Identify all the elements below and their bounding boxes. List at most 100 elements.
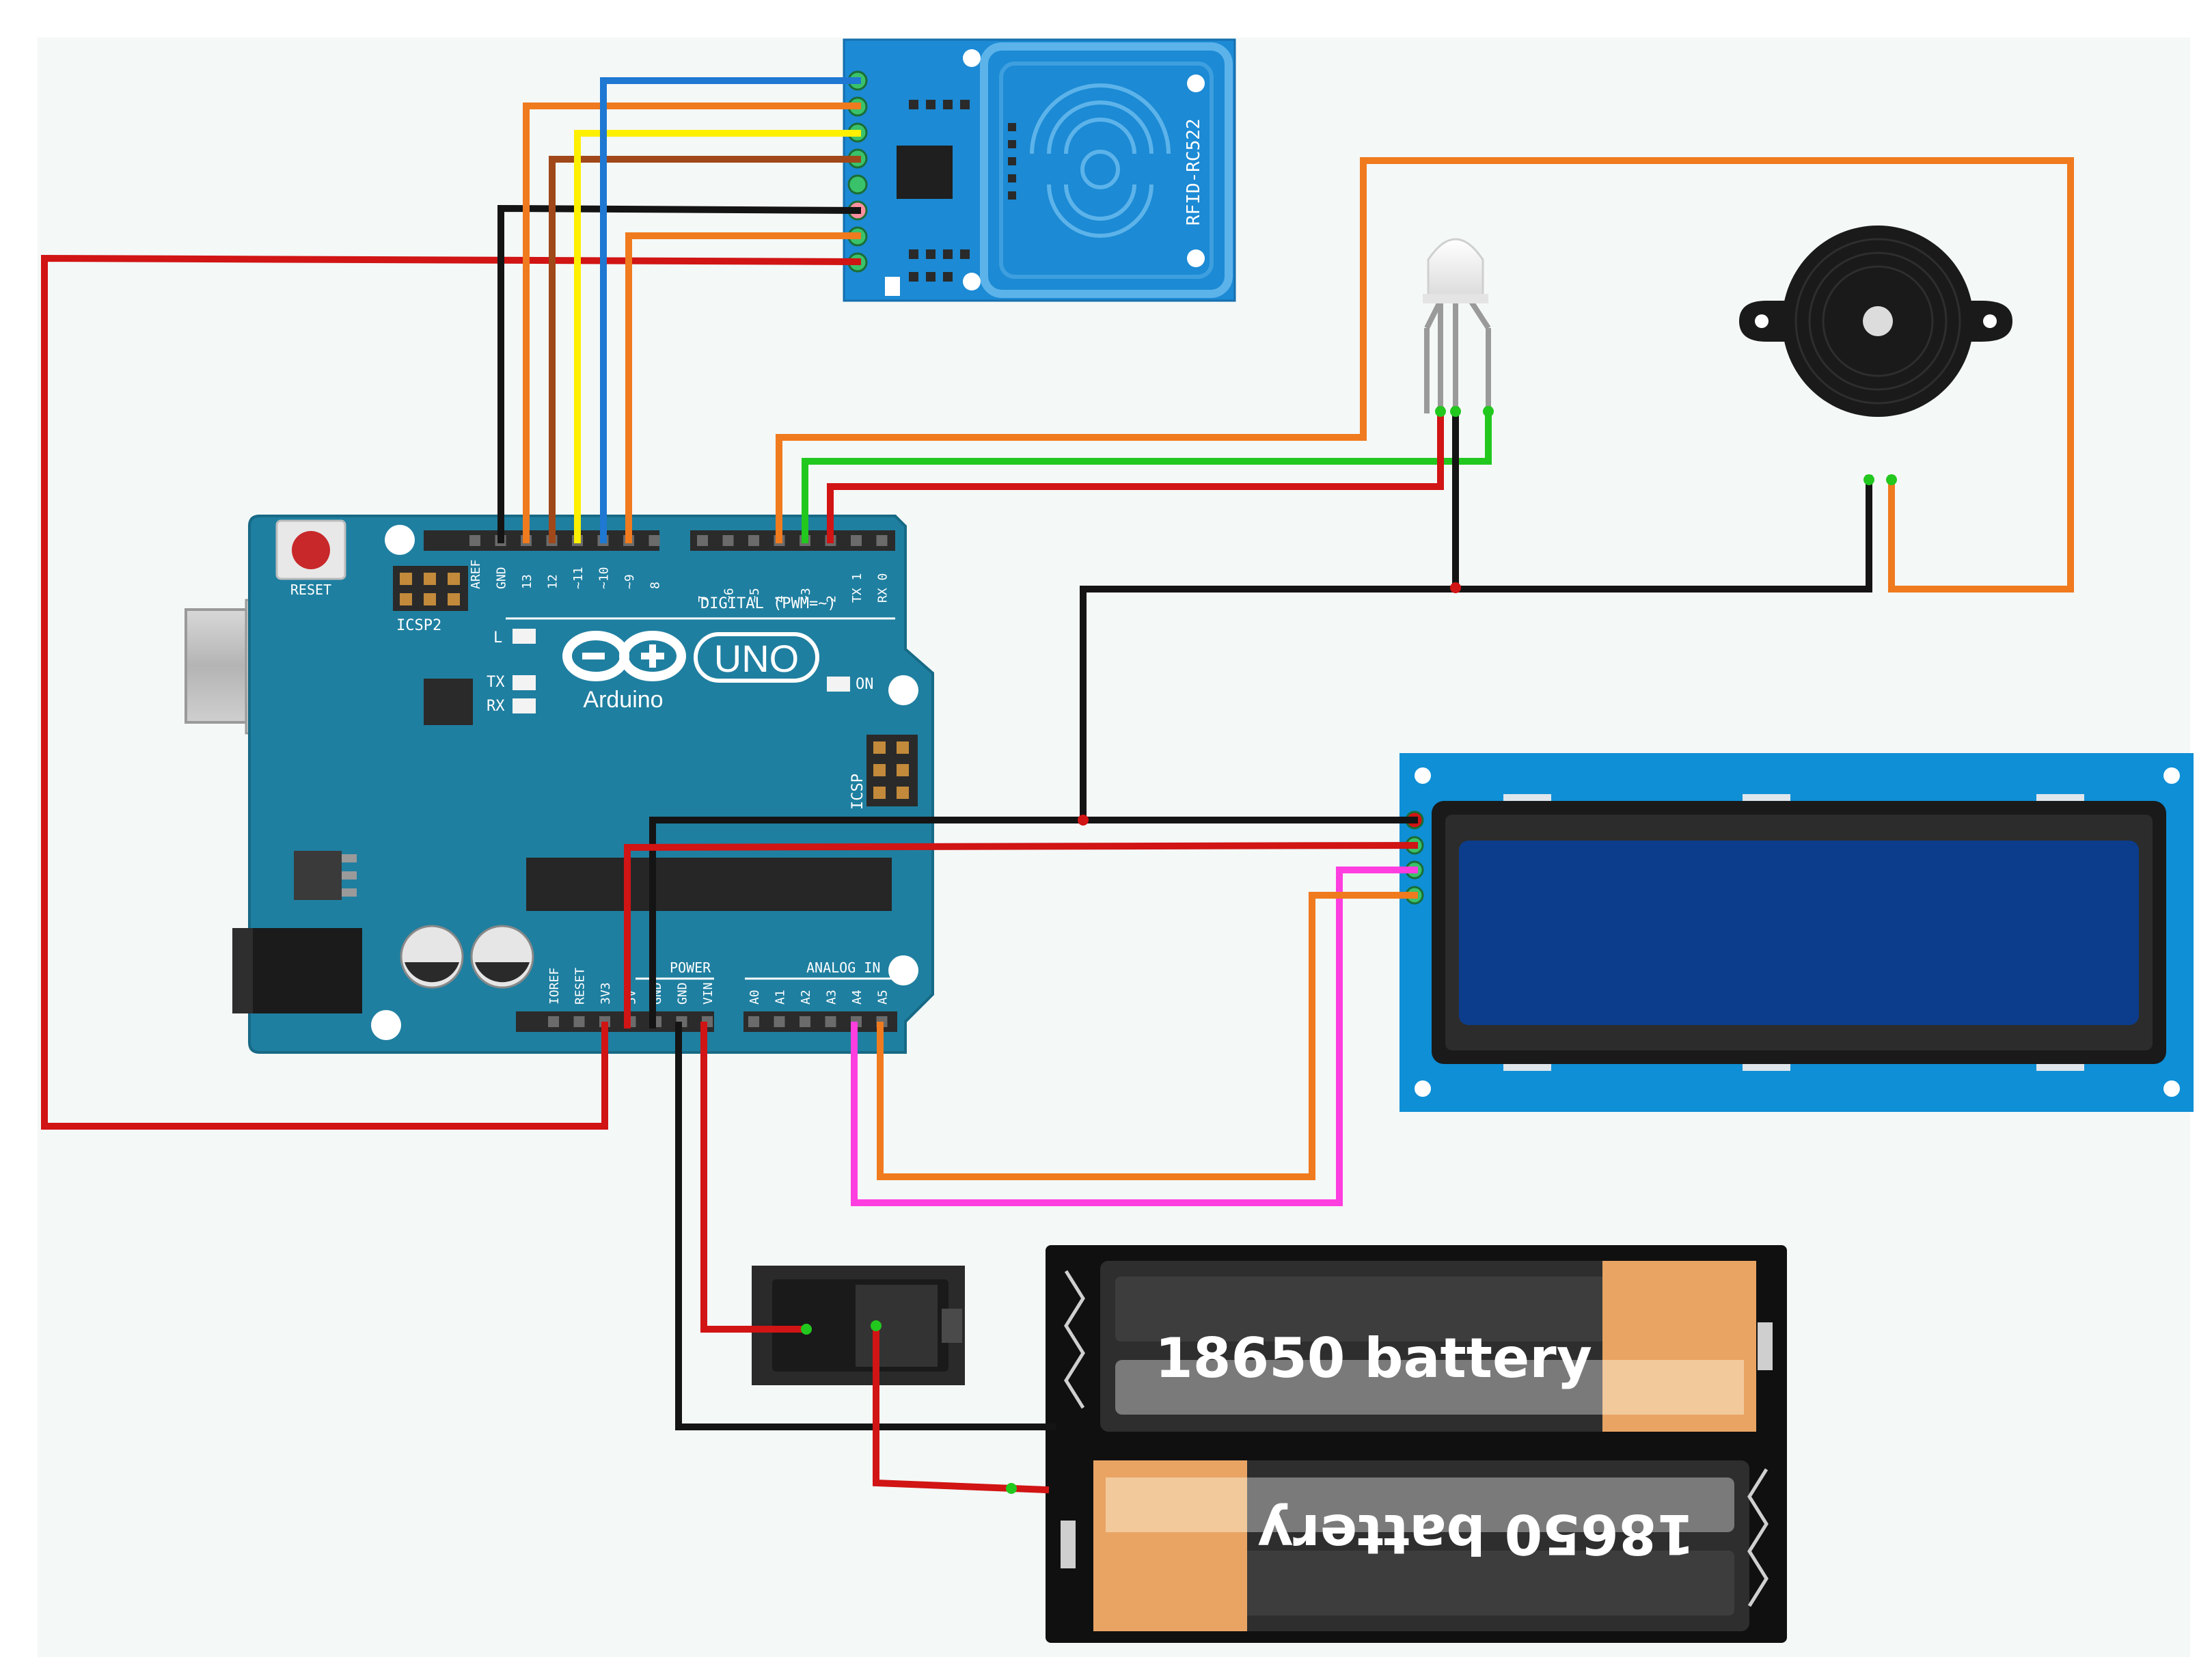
icsp2-header — [393, 566, 468, 611]
wire-red-vin-switch — [700, 1022, 810, 1333]
power-pin-label: GND — [676, 982, 690, 1005]
mount-hole — [888, 675, 918, 705]
uno-model: UNO — [714, 637, 799, 680]
power-pin-hole[interactable] — [548, 1016, 559, 1027]
lcd-screen — [1459, 841, 2139, 1025]
analog-pin-label: A4 — [850, 990, 864, 1005]
analog-pin-hole[interactable] — [800, 1016, 810, 1027]
mount-hole — [888, 955, 918, 985]
rfid-rc522-module: RFID-RC522 — [843, 38, 1236, 302]
led-rx-label: RX — [487, 698, 505, 715]
wire-black-battery — [675, 1022, 1056, 1430]
power-pin-hole[interactable] — [573, 1016, 585, 1027]
led-rx — [513, 698, 536, 713]
wire-black-lcd-gnd — [649, 817, 1418, 1028]
wire-pink-lcd-sda — [851, 867, 1418, 1206]
power-switch[interactable] — [752, 1266, 965, 1385]
led-l — [513, 629, 536, 644]
mount-hole — [371, 1010, 401, 1040]
digital-pin-label: GND — [495, 567, 509, 589]
rfid-chip — [897, 146, 953, 199]
dc-power-jack — [232, 928, 362, 1013]
digital-pin-label: ~5 — [748, 588, 762, 603]
atmega-chip — [526, 858, 892, 911]
wire-orange-lcd-scl — [877, 892, 1418, 1180]
led-tx-label: TX — [487, 674, 505, 691]
analog-label: ANALOG IN — [806, 959, 880, 976]
digital-pin-hole[interactable] — [722, 535, 734, 546]
piezo-buzzer — [1739, 226, 2012, 417]
digital-pin-label: 13 — [520, 574, 534, 589]
digital-header-right — [690, 530, 895, 551]
analog-pin-label: A5 — [876, 990, 890, 1005]
digital-header-left — [424, 530, 659, 551]
wire-orange-rfid-13 — [523, 103, 861, 543]
rgb-led — [1423, 238, 1491, 413]
wire-red-lcd-vcc — [624, 841, 1419, 1028]
digital-pin-hole[interactable] — [697, 535, 708, 546]
mount-hole — [385, 525, 415, 555]
led-l-label: L — [493, 629, 502, 646]
connection-points — [801, 406, 1897, 1494]
battery-holder: 18650 battery 18650 battery — [1046, 1245, 1787, 1643]
reset-label: RESET — [290, 582, 331, 598]
rfid-label: RFID-RC522 — [1184, 118, 1204, 226]
analog-pin-hole[interactable] — [774, 1016, 785, 1027]
wire-black-buzzer — [1080, 475, 1872, 823]
wire-orange-rfid-9 — [625, 232, 861, 543]
arduino-pcb — [248, 515, 934, 1054]
wire-red-rfid-3v3 — [41, 254, 862, 1130]
power-pin-label: IOREF — [547, 968, 562, 1005]
analog-header — [743, 1011, 897, 1032]
led-on — [827, 677, 850, 692]
arduino-logo — [562, 631, 819, 683]
wires — [41, 77, 2074, 1494]
battery-spring — [1747, 1468, 1769, 1607]
digital-pin-hole[interactable] — [876, 535, 888, 546]
digital-pin-label: 2 — [825, 595, 839, 603]
power-pin-label: VIN — [701, 982, 715, 1005]
digital-pin-label: TX 1 — [850, 573, 864, 603]
digital-pin-hole[interactable] — [748, 535, 759, 546]
analog-pin-hole[interactable] — [748, 1016, 759, 1027]
digital-pin-label: 7 — [696, 595, 711, 603]
rfid-pin[interactable] — [847, 174, 868, 195]
power-pin-label: RESET — [573, 968, 588, 1005]
analog-pin-label: A3 — [825, 990, 839, 1005]
led-dome — [1427, 238, 1484, 302]
usb-chip — [424, 679, 473, 725]
digital-pin-label: ~6 — [722, 588, 737, 603]
digital-label: DIGITAL (PWM=~) — [700, 595, 836, 612]
wire-black-rfid-gnd — [497, 204, 862, 543]
digital-pin-label: 12 — [546, 574, 560, 589]
battery-label-bottom: 18650 battery — [1257, 1502, 1695, 1566]
digital-pin-hole[interactable] — [469, 535, 480, 546]
power-label: POWER — [670, 959, 711, 976]
wire-blue-rfid-10 — [600, 77, 861, 543]
icsp2-label: ICSP2 — [396, 617, 441, 634]
led-on-label: ON — [856, 676, 874, 693]
battery-spring — [1064, 1270, 1085, 1409]
digital-pin-label: ~10 — [597, 567, 612, 589]
digital-pin-label: ~3 — [799, 588, 813, 603]
wire-orange-buzzer — [776, 157, 2074, 592]
power-pin-label: 3V3 — [599, 982, 613, 1005]
digital-pin-hole[interactable] — [648, 535, 660, 546]
digital-pin-label: 4 — [774, 595, 788, 603]
arduino-brand: Arduino — [583, 687, 663, 713]
wire-green-led — [802, 407, 1492, 543]
digital-pin-label: ~11 — [571, 567, 586, 589]
analog-pin-label: A2 — [799, 990, 813, 1005]
digital-pin-hole[interactable] — [851, 535, 862, 546]
analog-pin-label: A0 — [748, 990, 762, 1005]
digital-pin-label: RX 0 — [876, 573, 890, 603]
voltage-regulator — [294, 851, 342, 900]
analog-pin-hole[interactable] — [825, 1016, 836, 1027]
digital-pin-label: AREF — [469, 560, 483, 589]
wire-yellow-rfid-11 — [574, 130, 861, 543]
icsp-header — [866, 735, 918, 806]
battery-label-top: 18650 battery — [1155, 1326, 1592, 1390]
icsp-label: ICSP — [849, 774, 866, 810]
